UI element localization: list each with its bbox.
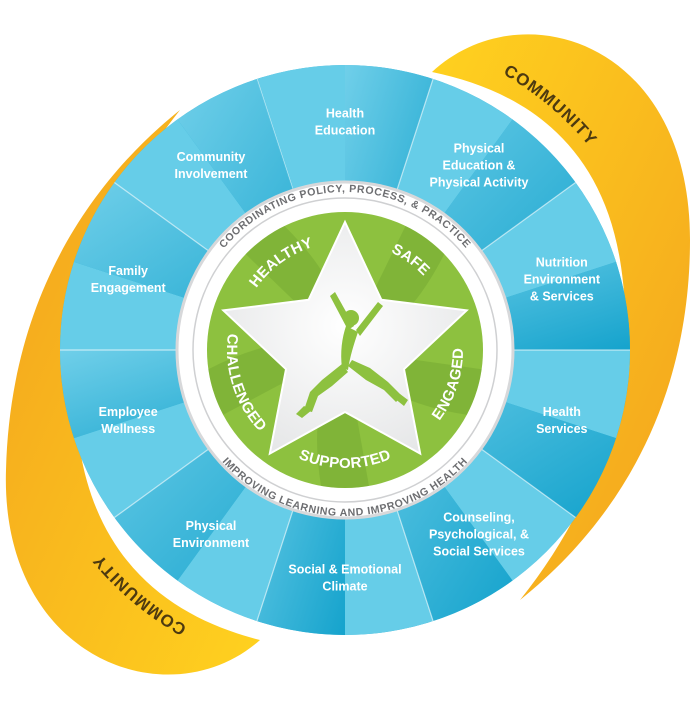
component-label-line: Wellness — [101, 422, 155, 436]
component-label-line: Education — [315, 124, 375, 138]
component-label: Counseling, Psychological, & Social Servic… — [429, 511, 529, 559]
community-swooshes — [5, 34, 690, 675]
component-label-line: Family — [108, 264, 148, 278]
component-label-line: Social Services — [433, 545, 525, 559]
component-label-line: Nutrition — [536, 256, 588, 270]
component-label-line: Environment — [524, 273, 601, 287]
component-label-line: Physical — [186, 519, 237, 533]
component-label-line: Education & — [443, 159, 516, 173]
community-swoosh-top-right — [432, 34, 690, 600]
component-label-line: Services — [536, 422, 587, 436]
jumping-student-icon — [296, 292, 408, 418]
component-label-line: Psychological, & — [429, 528, 529, 542]
component-label-line: Physical Activity — [430, 176, 529, 190]
component-label-line: Physical — [454, 142, 505, 156]
component-label-line: Involvement — [175, 167, 249, 181]
component-label-line: Health — [543, 405, 581, 419]
component-label-line: Engagement — [91, 281, 167, 295]
community-swoosh-bottom-left — [5, 110, 260, 675]
component-label-line: Environment — [173, 536, 250, 550]
coordination-ring-inner-line — [192, 197, 498, 503]
component-label-line: & Services — [530, 290, 594, 304]
component-label-line: Counseling, — [443, 511, 515, 525]
component-label-line: Employee — [99, 405, 158, 419]
component-label-line: Health — [326, 107, 364, 121]
component-label-line: Social & Emotional — [288, 563, 401, 577]
component-label-line: Climate — [322, 580, 367, 594]
component-label-line: Community — [177, 150, 246, 164]
